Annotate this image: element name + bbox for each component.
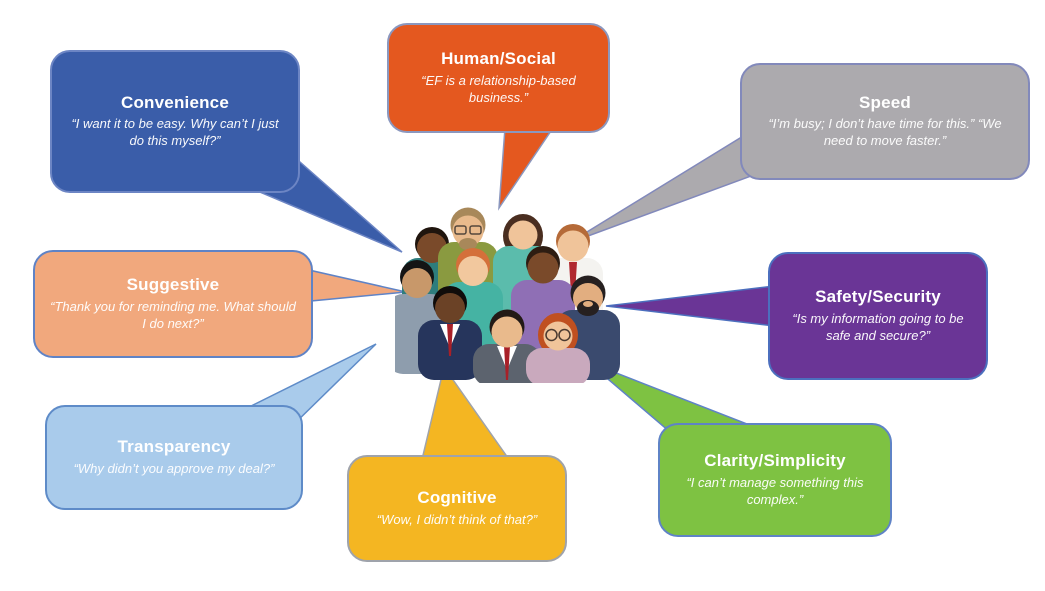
bubble-human-social-title: Human/Social [441,49,556,69]
bubble-cognitive-quote: “Wow, I didn’t think of that?” [376,511,538,527]
bubble-transparency-quote: “Why didn’t you approve my deal?” [73,460,275,476]
bubble-clarity-simplicity-title: Clarity/Simplicity [704,451,846,471]
bubble-speed: Speed “I’m busy; I don’t have time for t… [740,63,1030,180]
bubble-convenience: Convenience “I want it to be easy. Why c… [50,50,300,193]
bubble-human-social-quote: “EF is a relationship-based business.” [421,72,576,105]
diverse-people-crowd-icon [395,207,620,383]
bubble-clarity-simplicity-quote: “I can’t manage something this complex.” [686,474,864,507]
bubble-convenience-title: Convenience [120,92,229,112]
bubble-clarity-simplicity: Clarity/Simplicity “I can’t manage somet… [658,423,892,537]
person-navy-suit-man [418,286,482,380]
bubble-speed-quote: “I’m busy; I don’t have time for this.” … [768,116,1002,149]
bubble-cognitive-title: Cognitive [417,488,497,508]
tail-human-social [498,121,559,211]
bubble-safety-security: Safety/Security “Is my information going… [768,252,988,380]
bubble-safety-security-title: Safety/Security [815,287,941,307]
person-red-hair-glasses-woman [526,313,590,383]
person-gray-suit-man [473,309,541,383]
bubble-speed-title: Speed [858,92,912,112]
bubble-transparency-title: Transparency [117,437,231,457]
bubble-suggestive: Suggestive “Thank you for reminding me. … [33,250,313,358]
bubble-suggestive-title: Suggestive [126,275,220,295]
bubble-suggestive-quote: “Thank you for reminding me. What should… [50,298,296,331]
bubble-convenience-quote: “I want it to be easy. Why can’t I just … [71,116,279,149]
bubble-transparency: Transparency “Why didn’t you approve my … [45,405,303,510]
bubble-cognitive: Cognitive “Wow, I didn’t think of that?” [347,455,567,562]
tail-safety-security [605,285,776,327]
bubble-safety-security-quote: “Is my information going to be safe and … [792,310,964,343]
tail-suggestive [299,267,407,303]
bubble-human-social: Human/Social “EF is a relationship-based… [387,23,610,133]
